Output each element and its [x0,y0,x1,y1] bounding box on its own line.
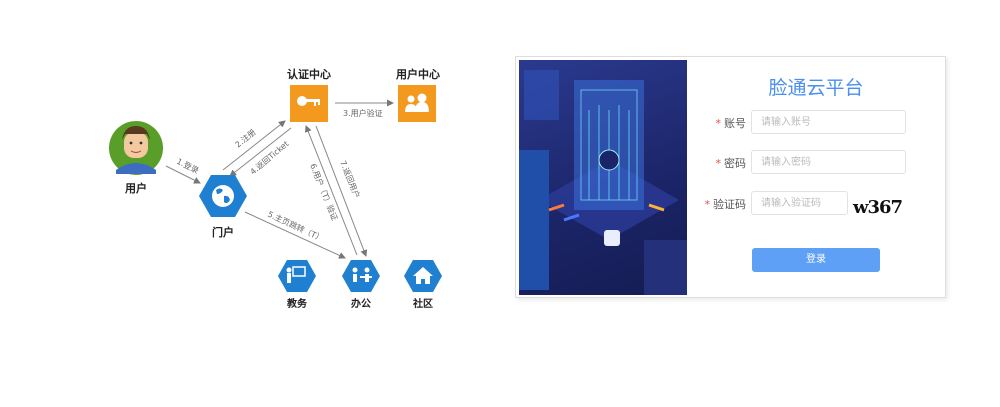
auth-center-label: 认证中心 [287,67,331,81]
teaching-icon [286,266,306,283]
account-label-wrap: *账号 [696,110,747,136]
user-avatar [109,121,163,175]
password-input[interactable] [751,150,906,174]
login-button[interactable]: 登录 [752,248,880,272]
edge-login [165,165,201,184]
password-label-wrap: *密码 [696,150,747,176]
captcha-image[interactable]: w367 [853,197,903,218]
edge-label-3: 3.用户验证 [343,108,383,118]
portal-label: 门户 [212,225,234,239]
globe-icon [212,185,234,207]
captcha-label-wrap: *验证码 [696,191,747,217]
auth-center-box [290,85,328,122]
account-input[interactable] [751,110,906,134]
required-mark: * [715,117,722,130]
password-label: 密码 [724,157,746,170]
edge-token-verify [304,125,358,256]
home-icon [413,267,433,284]
captcha-input[interactable] [751,191,848,215]
edge-page-jump [244,211,346,259]
user-center-box [398,85,436,122]
key-icon [297,96,320,106]
captcha-label: 验证码 [713,198,746,211]
platform-title: 脸通云平台 [768,77,864,99]
isometric-server-illustration [519,60,687,295]
office-icon [352,267,372,282]
sso-flow-diagram: 1.登录 2.注册 3.用户验证 4.返回Ticket 5.主页跳转（T） 6.… [109,67,442,310]
office-label: 办公 [351,297,371,310]
edge-register [222,120,286,171]
required-mark: * [704,198,711,211]
account-label: 账号 [724,117,746,130]
edge-return-ticket [229,127,292,177]
community-label: 社区 [412,297,433,310]
login-panel: 脸通云平台 *账号 *密码 *验证码 w367 登录 [515,56,946,298]
user-label: 用户 [125,181,147,195]
edge-return-user [315,125,368,257]
required-mark: * [715,157,722,170]
user-center-label: 用户中心 [396,67,440,81]
users-icon [405,93,429,112]
academic-label: 教务 [286,297,308,310]
